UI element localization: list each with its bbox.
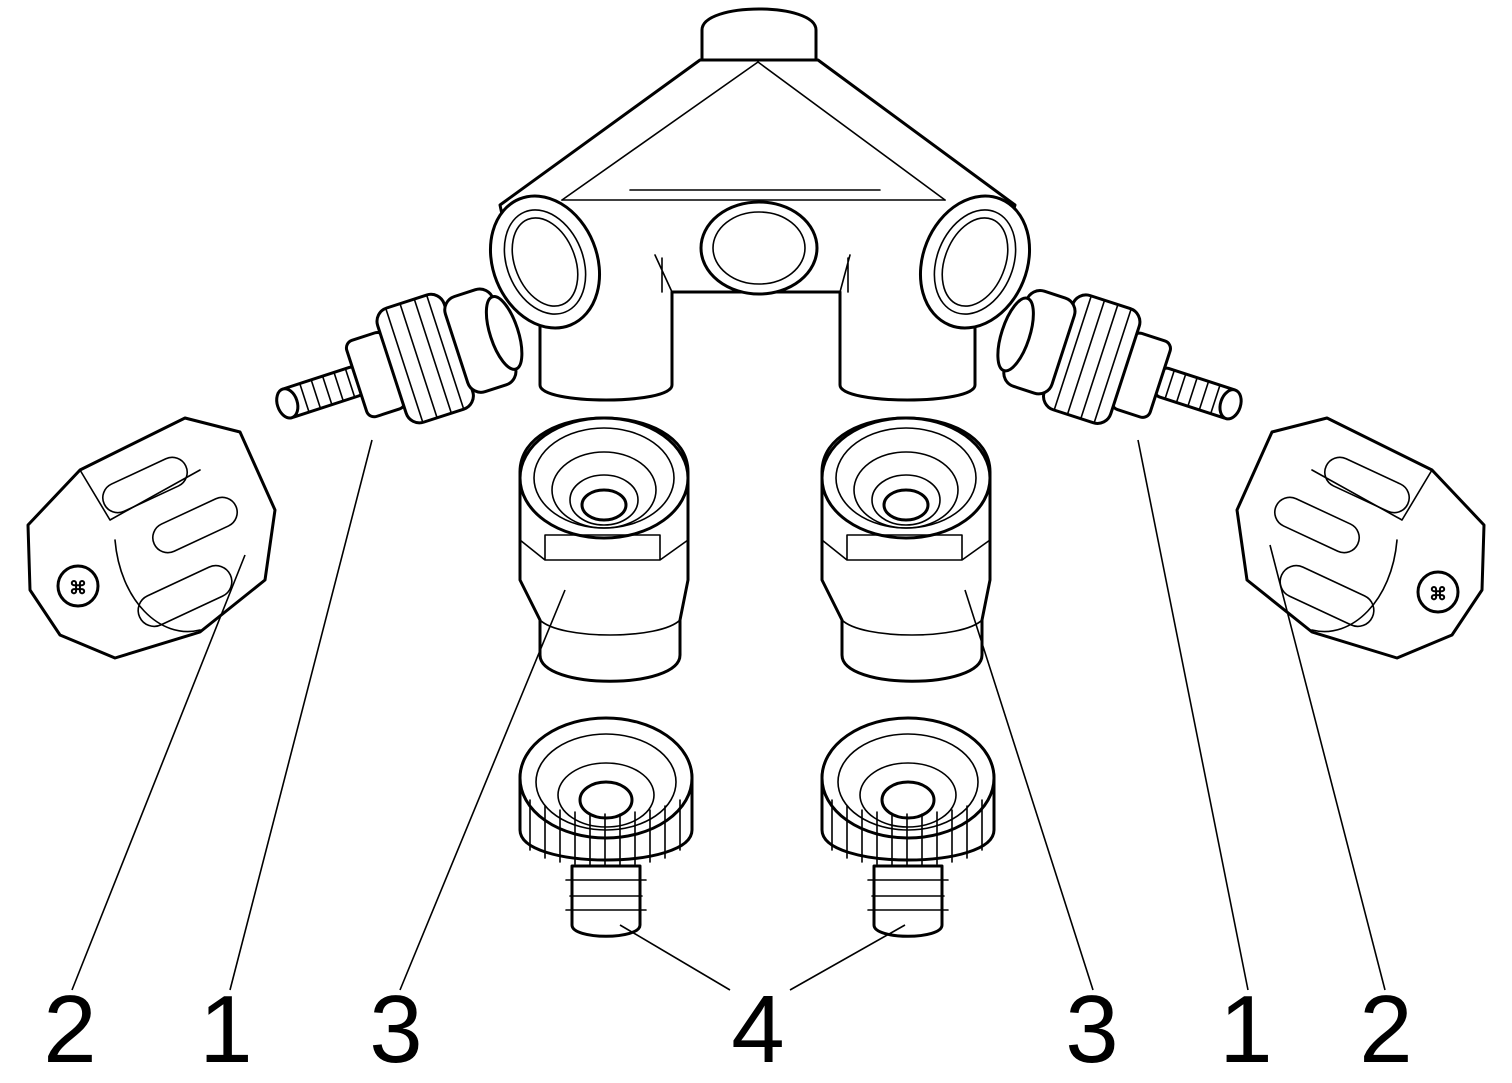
callout-left-nut: 3 [369, 976, 423, 1083]
y-valve-body-icon [488, 7, 1032, 402]
leader-lines [71, 439, 1386, 991]
callout-right-cartridge: 1 [1219, 976, 1273, 1083]
valve-cartridge-icon [996, 289, 1243, 425]
callout-right-handle: 2 [1359, 976, 1413, 1083]
callout-left-cartridge: 1 [199, 976, 253, 1083]
handle-knob-icon: ⌘ [1235, 416, 1486, 660]
handle-knob-icon: ⌘ [26, 416, 277, 660]
union-nut-icon [820, 416, 992, 683]
svg-text:⌘: ⌘ [1429, 584, 1447, 604]
valve-cartridge-icon [275, 287, 524, 425]
callout-hose-connectors: 4 [731, 976, 785, 1083]
callout-left-handle: 2 [43, 976, 97, 1083]
hose-connector-icon [820, 716, 996, 938]
svg-text:⌘: ⌘ [69, 578, 87, 598]
callout-right-nut: 3 [1065, 976, 1119, 1083]
union-nut-icon [518, 416, 690, 683]
hose-connector-icon [518, 716, 694, 938]
